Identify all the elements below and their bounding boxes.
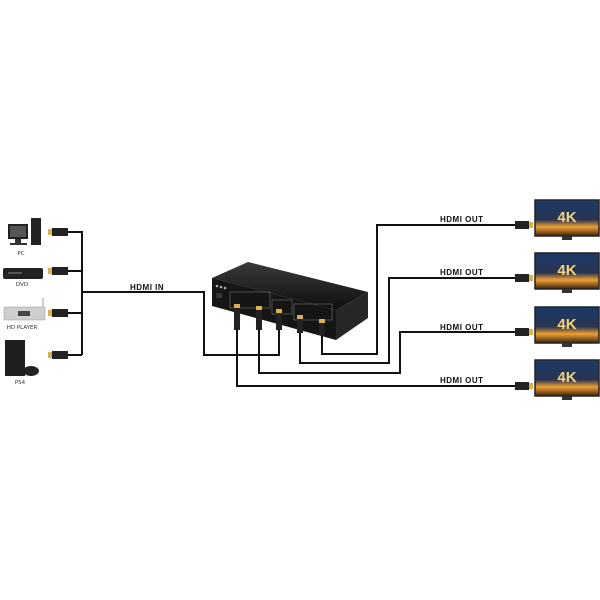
hd-player-icon: [3, 298, 46, 321]
tv-display-1: 4K: [534, 199, 600, 240]
output-connectors: [515, 221, 533, 390]
tv-4k-text-4: 4K: [557, 369, 576, 386]
ps4-icon: [5, 340, 39, 376]
hdmi-out-label-1: HDMI OUT: [440, 215, 484, 224]
hdmi-out-label-4: HDMI OUT: [440, 376, 484, 385]
source-label-hd-player: HD PLAYER: [7, 325, 38, 331]
tv-display-4: 4K: [534, 359, 600, 400]
hdmi-in-label: HDMI IN: [130, 283, 164, 292]
hdmi-out-label-2: HDMI OUT: [440, 268, 484, 277]
hdmi-out-label-3: HDMI OUT: [440, 323, 484, 332]
hdmi-switch-device: [212, 262, 368, 340]
output-cables: [236, 224, 515, 387]
switch-port-plugs: [234, 304, 325, 335]
source-label-dvd: DVD: [16, 282, 28, 288]
tv-4k-text-1: 4K: [557, 209, 576, 226]
pc-icon: [8, 218, 41, 245]
input-connectors: [48, 228, 68, 359]
tv-4k-text-2: 4K: [557, 262, 576, 279]
source-label-ps4: PS4: [15, 380, 26, 386]
tv-display-2: 4K: [534, 252, 600, 293]
tv-4k-text-3: 4K: [557, 316, 576, 333]
tv-display-3: 4K: [534, 306, 600, 347]
dvd-icon: [3, 268, 43, 279]
input-cables: [68, 231, 280, 356]
source-label-pc: PC: [17, 251, 24, 257]
